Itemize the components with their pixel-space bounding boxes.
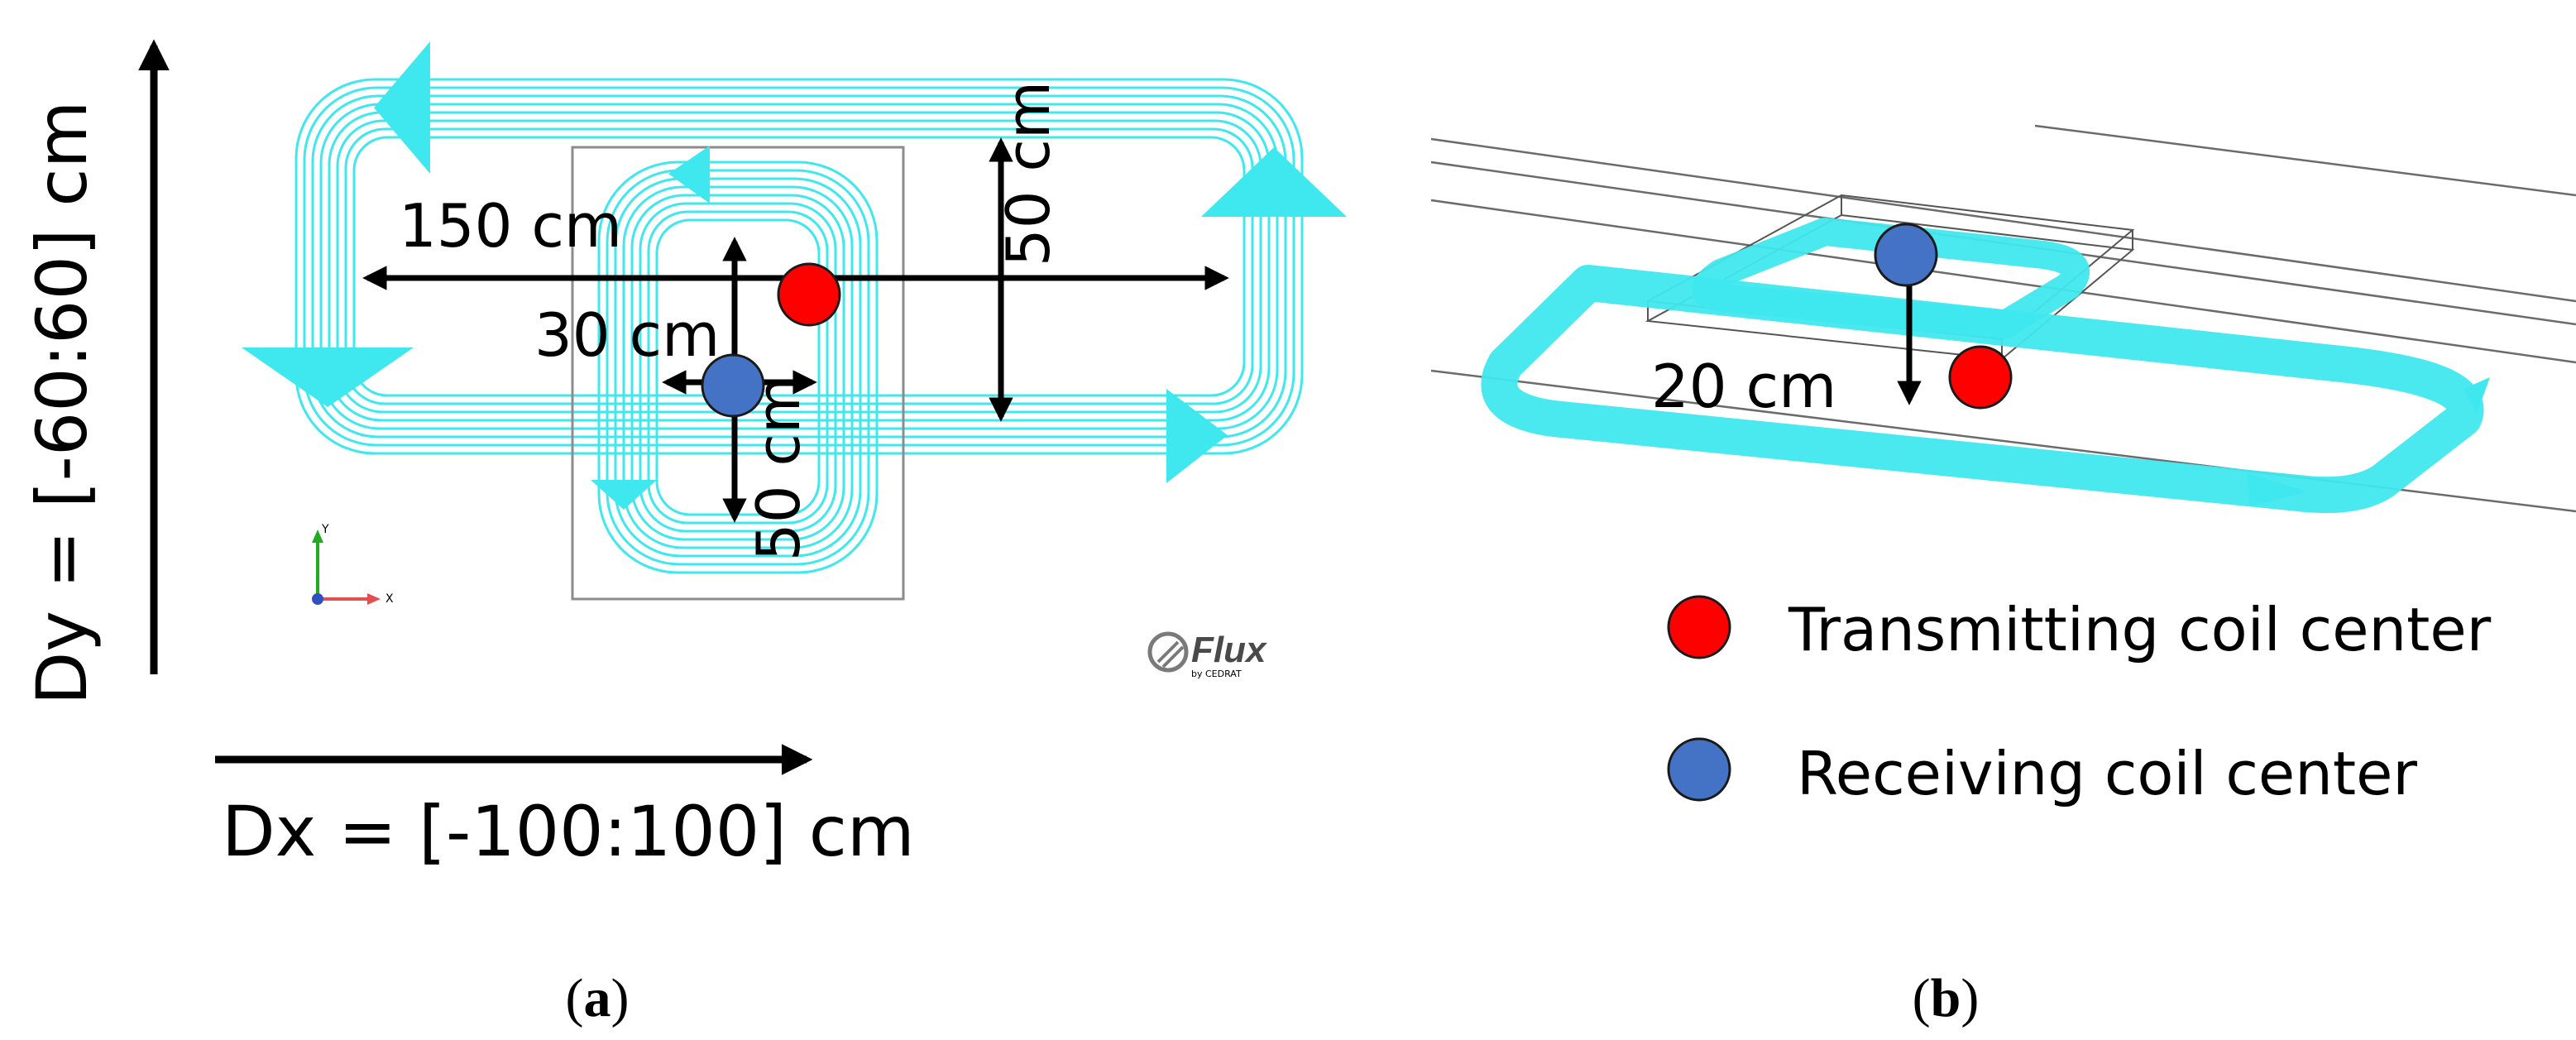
receiving-coil-current-arrows [591,146,710,510]
tx-arrow-top [374,41,430,174]
panel-b-caption: (b) [1913,968,1980,1028]
dimension-150cm-label: 150 cm [399,191,622,261]
tx-arrow-left [242,347,414,407]
receiving-coil-3d [1692,218,2090,338]
tx-3d-arrow-right [2463,377,2490,414]
legend-transmitting-label: Transmitting coil center [1788,595,2492,664]
transmitting-coil-top-view [294,78,1304,455]
legend-receiving-swatch [1667,737,1731,802]
legend-transmitting-swatch [1667,595,1731,659]
flux-logo: Flux by CEDRAT [1147,630,1267,679]
panel-a: Dy = [-60:60] cm Dx = [-100:100] cm [22,39,1347,1028]
receiving-coil-center-marker-b [1874,223,1938,287]
receiving-coil-top-view [597,161,879,574]
panel-a-caption: (a) [566,968,630,1028]
svg-text:X: X [385,592,394,606]
tx-arrow-right [1201,147,1347,217]
dx-axis-label: Dx = [-100:100] cm [222,791,915,872]
tx-3d-arrow-bottom [2247,473,2308,506]
rx-arrow-left [591,480,657,510]
legend-receiving-label: Receiving coil center [1797,739,2417,808]
transmitting-coil-3d [1481,265,2484,514]
flux-logo-text: Flux [1191,630,1267,670]
dimension-50cm-outer-label: 50 cm [994,81,1063,266]
receiving-coil-center-marker-a [701,353,765,418]
dimension-20cm-label: 20 cm [1651,352,1836,421]
dimension-30cm-label: 30 cm [534,300,720,370]
panel-b: 20 cm Transmitting coil center Receiving… [1430,124,2576,1028]
flux-logo-subtext: by CEDRAT [1191,669,1242,679]
transmitting-coil-center-marker-b [1948,345,2013,410]
receiving-coil-bounding-box [571,146,905,601]
dy-axis-label: Dy = [-60:60] cm [22,101,103,706]
transmitting-coil-center-marker-a [777,262,841,327]
svg-text:Y: Y [321,523,329,536]
legend: Transmitting coil center Receiving coil … [1667,595,2492,808]
transmitting-coil-current-arrows [242,41,1347,483]
rx-arrow-top [668,146,710,204]
tx-arrow-bottom [1166,389,1228,483]
coordinate-triad-icon: Y X [312,523,394,606]
